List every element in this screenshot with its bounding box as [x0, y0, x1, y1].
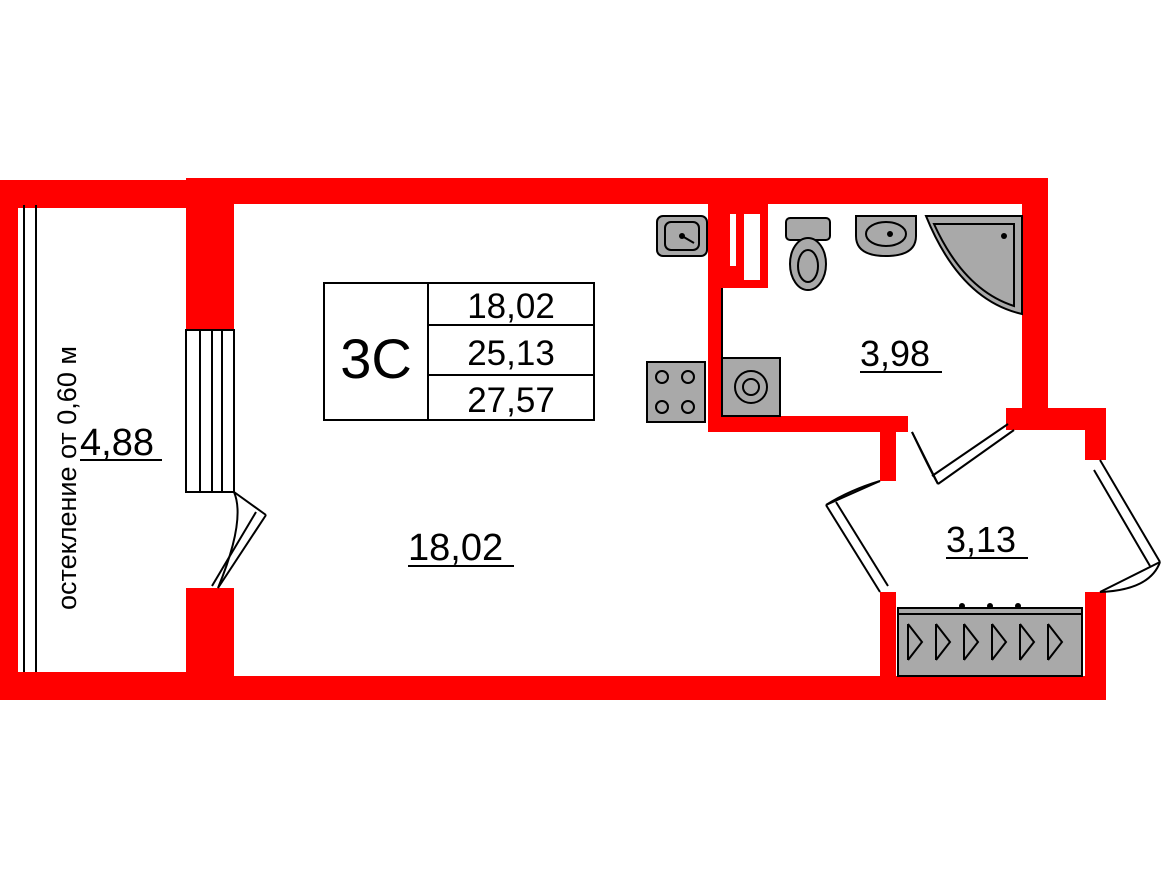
- kitchen-sink: [656, 215, 708, 257]
- toilet-tank-icon: [785, 217, 831, 241]
- hanger-icon: [963, 623, 980, 661]
- hanger-icon: [1019, 623, 1036, 661]
- right-wall-upper: [1022, 178, 1048, 416]
- left-wall-upper: [186, 178, 234, 330]
- washing-machine: [721, 357, 781, 417]
- washbasin: [855, 215, 917, 258]
- bathroom-area-label: 3,98: [860, 333, 930, 374]
- hall-post-left: [880, 425, 896, 481]
- window: [185, 329, 235, 493]
- balcony-door: [211, 491, 267, 589]
- bath-bottom-wall: [708, 416, 908, 432]
- hanger-icon: [991, 623, 1008, 661]
- bathroom-door: [911, 423, 1015, 485]
- hanger-icon: [1047, 623, 1064, 661]
- washing-machine-icon: [721, 357, 781, 417]
- living-area-value: 18,02: [467, 287, 555, 326]
- hall-door: [825, 480, 889, 593]
- toilet-bowl-icon: [789, 237, 827, 291]
- top-wall: [186, 178, 1048, 204]
- stove: [646, 361, 706, 423]
- hanger-icons: [907, 623, 1064, 661]
- hall-post-lower: [880, 592, 896, 692]
- apartment-type: 3С: [340, 327, 412, 390]
- shower-icon: [924, 215, 1023, 316]
- right-wall-lower: [1085, 592, 1106, 700]
- total-with-balcony-value: 27,57: [467, 381, 555, 420]
- entrance-door: [1093, 459, 1161, 593]
- apartment-info-box: 3С 18,02 25,13 27,57: [323, 282, 595, 421]
- loggia-top-wall: [0, 180, 200, 208]
- right-wall-post: [1085, 408, 1106, 460]
- wardrobe-icon: [897, 607, 1083, 677]
- right-wall-step: [1006, 408, 1106, 430]
- wardrobe: [897, 603, 1083, 677]
- toilet: [785, 217, 831, 291]
- main-room-area-label: 18,02: [408, 527, 503, 569]
- hallway-area-label: 3,13: [946, 519, 1016, 560]
- loggia-bottom-wall: [0, 672, 200, 700]
- shower: [924, 215, 1023, 316]
- hanger-icon: [907, 623, 924, 661]
- bath-left-wall: [708, 204, 722, 422]
- loggia: остекление от 0,60 м 4,88: [0, 180, 200, 700]
- stove-icon: [646, 361, 706, 423]
- total-area-value: 25,13: [467, 334, 555, 373]
- loggia-area-label: 4,88: [80, 422, 154, 464]
- hanger-icon: [935, 623, 952, 661]
- glazing-note: остекление от 0,60 м: [52, 346, 82, 610]
- bottom-wall: [186, 676, 1106, 700]
- walls: [186, 178, 1106, 700]
- loggia-left-wall: [0, 205, 18, 675]
